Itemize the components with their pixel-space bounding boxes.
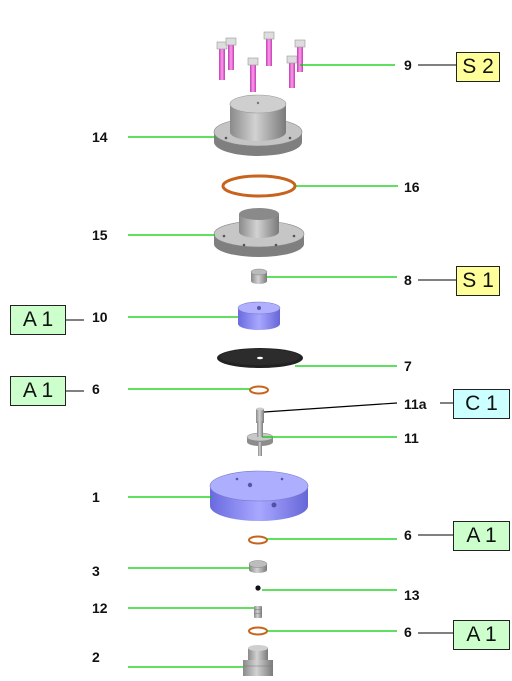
part-number-11: 11 (404, 430, 419, 446)
flange-part-15 (213, 208, 305, 257)
connector-part-2 (243, 645, 273, 676)
part-number-8: 8 (404, 272, 412, 288)
valve-body-part-1 (209, 470, 309, 521)
part-number-6b: 6 (404, 527, 412, 543)
part-number-7: 7 (404, 358, 412, 374)
screws-part-9 (216, 31, 306, 92)
small-o-ring-part-6a (249, 385, 269, 395)
kit-tag-a1-part-6c[interactable]: A 1 (453, 620, 510, 650)
shaft-part-11 (246, 407, 274, 456)
blue-disc-part-10 (237, 301, 281, 330)
part-number-6a: 6 (92, 381, 100, 397)
part-number-10: 10 (92, 309, 108, 325)
kit-tag-c1[interactable]: C 1 (453, 389, 510, 419)
nut-part-8 (250, 268, 268, 284)
seat-part-3 (248, 560, 268, 573)
part-number-9: 9 (404, 57, 412, 73)
kit-tag-s2[interactable]: S 2 (456, 52, 500, 82)
leader-11a (263, 402, 398, 413)
ball-part-13 (255, 585, 261, 591)
kit-tag-a1-part-10[interactable]: A 1 (10, 305, 66, 335)
cap-part-14 (213, 94, 303, 156)
part-number-15: 15 (92, 227, 108, 243)
o-ring-part-16 (221, 174, 297, 198)
part-number-12: 12 (92, 600, 108, 616)
part-number-14: 14 (92, 129, 108, 145)
spring-part-12 (253, 606, 263, 618)
small-o-ring-part-6c (248, 626, 268, 636)
diaphragm-part-7 (217, 348, 303, 368)
kit-tag-s1[interactable]: S 1 (456, 266, 500, 296)
part-number-1: 1 (92, 489, 100, 505)
part-number-6c: 6 (404, 624, 412, 640)
leader-lines (128, 64, 398, 668)
part-number-16: 16 (404, 179, 420, 195)
kit-tag-a1-part-6b[interactable]: A 1 (453, 521, 510, 551)
small-o-ring-part-6b (248, 535, 268, 545)
part-number-13: 13 (404, 587, 420, 603)
part-number-11a: 11a (404, 396, 427, 412)
tag-connectors (65, 64, 456, 634)
part-number-3: 3 (92, 563, 100, 579)
kit-tag-a1-part-6[interactable]: A 1 (10, 376, 66, 406)
part-number-2: 2 (92, 649, 100, 665)
